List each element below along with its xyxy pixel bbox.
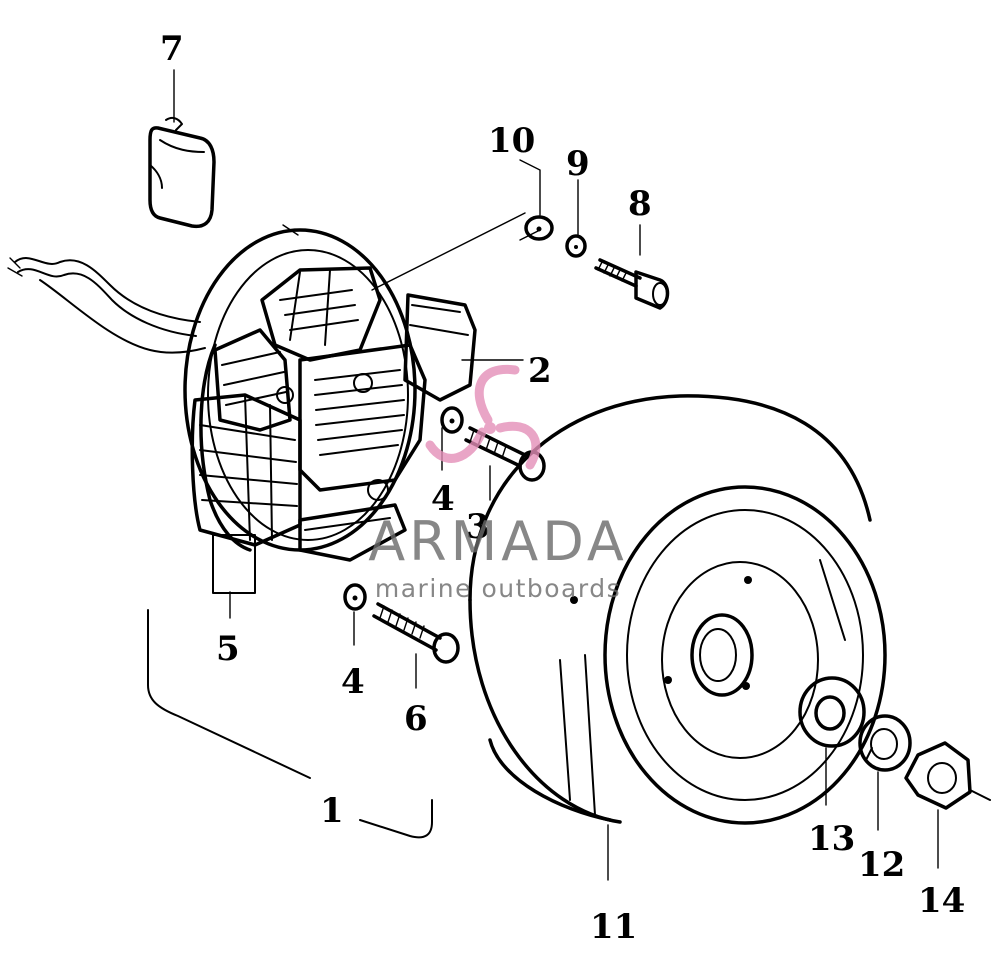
propeller-logo-icon — [425, 364, 541, 470]
lock-washer-12 — [858, 714, 912, 772]
watermark-brand: ARMADA — [368, 510, 628, 573]
callout-8: 8 — [628, 184, 652, 224]
callout-7: 7 — [160, 29, 184, 69]
screw-6 — [372, 602, 460, 664]
watermark-tagline: marine outboards — [375, 574, 621, 603]
callout-14: 14 — [918, 881, 965, 921]
flywheel — [468, 394, 887, 825]
washer-4-upper — [440, 406, 464, 434]
leader-lines — [147, 69, 939, 881]
left-coil — [213, 328, 292, 432]
callout-10: 10 — [488, 121, 535, 161]
pulser-coil — [403, 293, 477, 402]
flat-washer-13 — [798, 676, 866, 748]
callout-6: 6 — [404, 699, 428, 739]
washer-4-lower — [343, 583, 367, 611]
center-core — [276, 343, 427, 501]
upper-coil — [260, 266, 382, 362]
wire-harness — [7, 257, 206, 354]
watermark: ARMADA marine outboards — [368, 364, 628, 603]
callout-labels: 7 10 9 8 2 4 3 5 4 6 1 11 13 12 14 — [160, 29, 965, 947]
nut-14 — [904, 741, 991, 810]
screw-8 — [594, 258, 670, 310]
callout-2: 2 — [528, 351, 552, 391]
callout-4-lower: 4 — [341, 662, 365, 702]
callout-13: 13 — [808, 819, 855, 859]
callout-1: 1 — [320, 791, 344, 831]
lock-washer-9 — [565, 234, 587, 258]
callout-4-upper: 4 — [431, 479, 455, 519]
rubber-cap — [148, 116, 216, 229]
bottom-bracket — [298, 503, 407, 562]
callout-9: 9 — [566, 144, 590, 184]
callout-5: 5 — [216, 629, 240, 669]
callout-11: 11 — [590, 907, 637, 947]
charge-coil — [190, 393, 302, 594]
callout-3: 3 — [466, 507, 490, 547]
callout-12: 12 — [858, 845, 905, 885]
